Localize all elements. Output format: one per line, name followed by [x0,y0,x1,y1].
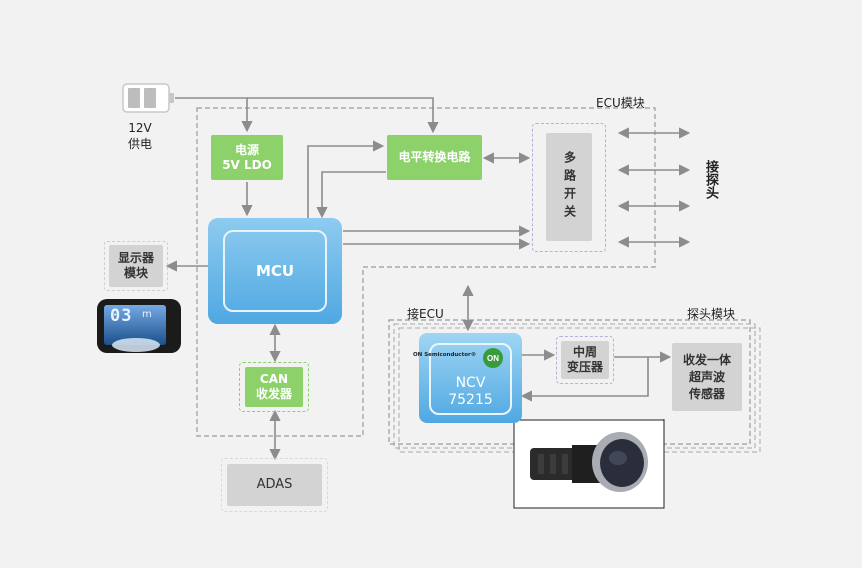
ultrasonic-sensor-icon [530,432,648,492]
display-device-icon [97,299,181,353]
level-shift-label: 电平转换电路 [398,150,471,164]
sensor-line2: 超声波 [688,369,725,384]
transformer-line1: 中周 [572,345,597,359]
ncv-inner-outline [429,343,512,415]
power-line1: 电源 [234,142,259,157]
ncv-line2: 75215 [448,392,493,408]
power-ldo-block[interactable]: 电源 5V LDO [211,135,283,180]
sensor-line3: 传感器 [688,386,725,401]
probe-module-title: 探头模块 [687,307,736,321]
adas-frame [221,458,328,512]
display-frame [104,241,168,291]
onsemi-logo-icon: ON [483,348,503,368]
transformer-block[interactable]: 中周 变压器 [561,341,609,379]
wire-levelshift-to-mcu [316,171,386,219]
wire-sensor-to-ncv [520,357,649,402]
ultrasonic-sensor-block[interactable]: 收发一体 超声波 传感器 [672,343,742,411]
adas-label: ADAS [256,476,293,492]
probe-module-outline [388,319,751,445]
wire-battery-to-power [175,97,253,133]
adas-block[interactable]: ADAS [227,464,322,506]
ncv-line1: NCV [455,375,486,391]
display-line2: 模块 [123,266,148,280]
can-transceiver-block[interactable]: CAN 收发器 [245,367,303,407]
display-module-block[interactable]: 显示器 模块 [109,245,163,287]
display-unit: m [142,309,152,320]
ecu-module-outline [196,107,656,437]
mcu-block[interactable]: MCU [208,218,342,324]
probe-module-outline-back1 [393,323,756,449]
probe-module-outline-back2 [398,327,761,453]
level-shift-block[interactable]: 电平转换电路 [387,135,482,180]
ecu-link-label: 接ECU [407,307,444,321]
wire-mcu-to-levelshift [307,140,385,218]
wire-battery-to-levelshift [247,97,439,134]
battery-icon [122,83,174,113]
can-frame [239,362,309,412]
ecu-module-title: ECU模块 [596,96,645,110]
can-line1: CAN [259,372,289,386]
transformer-frame [556,336,614,384]
onsemi-brand-text: ON Semiconductor® [413,352,477,358]
display-digits: 03 [110,306,133,326]
battery-label: 12V 供电 [126,120,154,152]
display-line1: 显示器 [117,251,154,265]
mcu-inner-outline [223,230,327,312]
transformer-line2: 变压器 [566,360,603,374]
probe-side-label: 接探头 [703,160,718,199]
mux-label: 多路开关 [562,151,577,223]
mux-frame [532,123,606,252]
can-line2: 收发器 [255,387,292,401]
mcu-label: MCU [255,262,295,280]
battery-voltage: 12V [128,121,152,135]
sensor-line1: 收发一体 [682,352,731,367]
ncv75215-block[interactable]: NCV 75215 [419,333,522,423]
ncv-part-label: NCV 75215 [419,375,522,409]
mux-block[interactable]: 多路开关 [546,133,592,241]
battery-supply: 供电 [127,137,152,151]
power-line2: 5V LDO [222,157,272,172]
